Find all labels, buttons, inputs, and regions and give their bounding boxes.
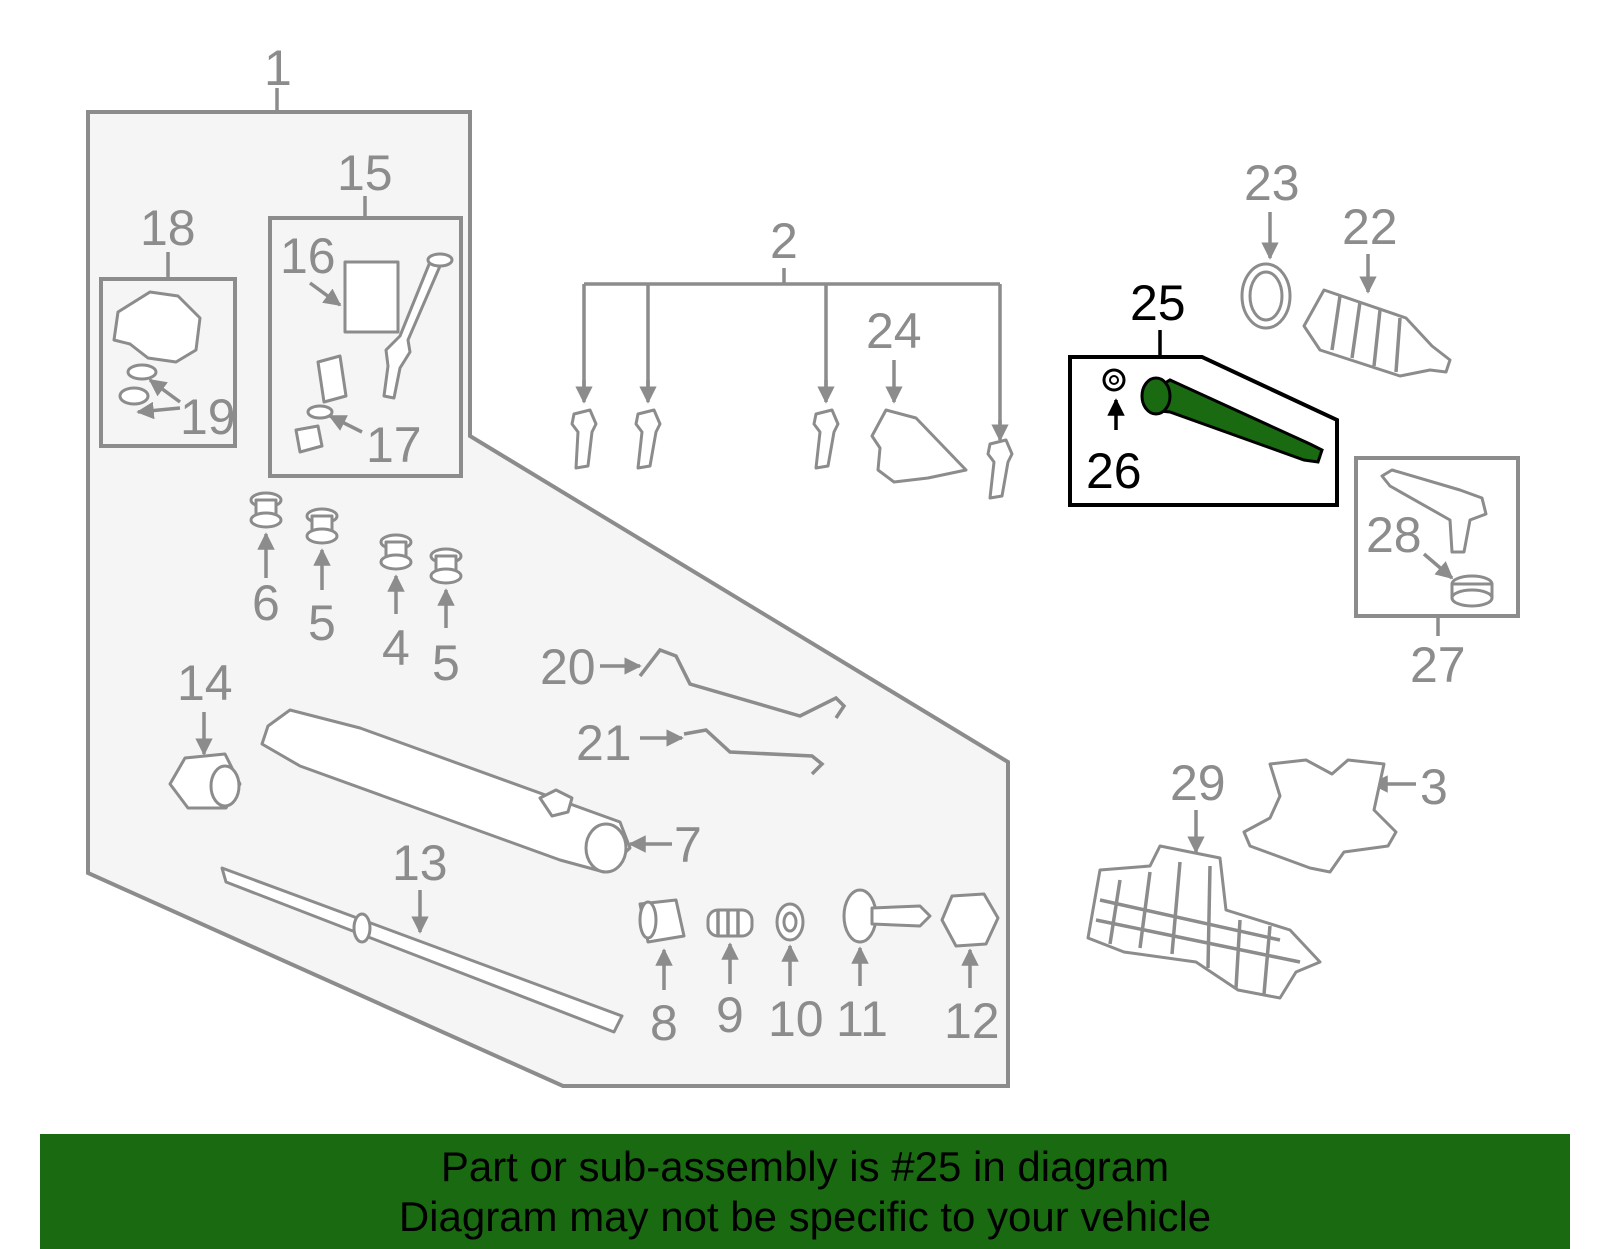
callout-3: 3 <box>1420 759 1448 815</box>
steering-rack-part <box>220 866 624 1034</box>
seal-ring-part <box>126 363 158 381</box>
bushing-part <box>316 354 348 404</box>
callout-22: 22 <box>1342 199 1398 255</box>
callout-9: 9 <box>716 987 744 1043</box>
callout-5: 5 <box>432 635 460 691</box>
tie-rod-end-part <box>1380 468 1488 554</box>
callout-26: 26 <box>1086 443 1142 499</box>
pinion-shaft-part <box>382 260 442 400</box>
callout-25: 25 <box>1130 275 1186 331</box>
rack-guide-part <box>638 898 686 944</box>
callout-10: 10 <box>768 991 824 1047</box>
callout-16: 16 <box>280 228 336 284</box>
info-banner: Part or sub-assembly is #25 in diagram D… <box>40 1134 1570 1249</box>
callout-1: 1 <box>264 40 292 96</box>
inner-tie-rod-part <box>1140 376 1324 464</box>
rack-bushing-part <box>168 752 242 810</box>
callout-29: 29 <box>1170 755 1226 811</box>
mounting-bolt-part <box>634 408 662 470</box>
return-pipe-part <box>683 728 825 776</box>
callout-2: 2 <box>770 213 798 269</box>
rack-collar-part <box>352 912 372 944</box>
callout-4: 4 <box>382 620 410 676</box>
bolt-part <box>842 888 932 944</box>
banner-line-2: Diagram may not be specific to your vehi… <box>398 1193 1212 1240</box>
callout-21: 21 <box>576 715 632 771</box>
valve-housing-part <box>112 290 202 364</box>
mount-bushing-part <box>249 491 283 529</box>
gasket-sheet-part <box>343 260 400 334</box>
mounting-bracket-part <box>1242 758 1398 874</box>
o-ring-part <box>426 252 454 268</box>
callout-14: 14 <box>177 655 233 711</box>
feed-pipe-part <box>638 647 847 719</box>
banner-line-1: Part or sub-assembly is #25 in diagram <box>440 1143 1170 1190</box>
callout-7: 7 <box>674 817 702 873</box>
callout-11: 11 <box>836 991 888 1047</box>
mount-bushing-part <box>429 547 463 585</box>
callout-18: 18 <box>140 200 196 256</box>
dust-cover-part <box>870 408 968 484</box>
plug-part <box>294 424 324 454</box>
callout-8: 8 <box>650 995 678 1051</box>
seal-part <box>306 404 334 420</box>
callout-23: 23 <box>1244 155 1300 211</box>
mounting-bolt-part <box>986 438 1014 500</box>
rack-boot-part <box>1302 288 1452 378</box>
tie-rod-highlight-box <box>1068 355 1339 507</box>
callout-28: 28 <box>1366 507 1422 563</box>
callout-5: 5 <box>308 595 336 651</box>
spring-part <box>706 908 754 938</box>
mounting-bolt-part <box>812 408 840 470</box>
callout-12: 12 <box>944 993 1000 1049</box>
callout-6: 6 <box>252 575 280 631</box>
locknut-part <box>775 902 805 942</box>
callout-17: 17 <box>366 417 422 473</box>
callout-24: 24 <box>866 303 922 359</box>
seal-ring-part <box>118 386 150 406</box>
mounting-bolt-part <box>570 408 598 470</box>
mount-bushing-part <box>305 507 339 545</box>
cap-nut-part <box>940 892 1000 948</box>
callout-20: 20 <box>540 639 596 695</box>
steering-gear-assembly-panel <box>86 110 1010 1088</box>
callout-19: 19 <box>180 389 236 445</box>
callout-15: 15 <box>337 145 393 201</box>
gear-housing-part <box>260 708 632 874</box>
mount-bushing-part <box>379 533 413 571</box>
callout-13: 13 <box>392 835 448 891</box>
callout-27: 27 <box>1410 637 1466 693</box>
castle-nut-part <box>1450 574 1494 608</box>
